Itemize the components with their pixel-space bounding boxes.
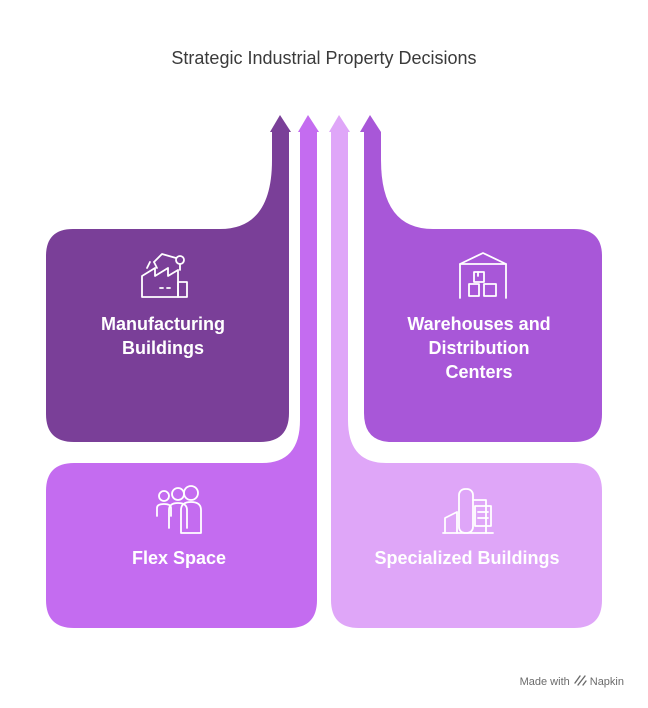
napkin-brand: Napkin xyxy=(574,676,624,688)
warehouses-label: Warehouses and Distribution Centers xyxy=(384,312,574,384)
manufacturing-label: Manufacturing Buildings xyxy=(60,312,266,360)
warehouses-label-line3: Centers xyxy=(445,362,513,382)
napkin-brand-text: Napkin xyxy=(589,676,624,688)
warehouses-label-line1: Warehouses and xyxy=(407,314,551,334)
warehouses-card-shape xyxy=(360,115,602,442)
flex-card-shape xyxy=(46,115,319,628)
factory-icon xyxy=(141,253,188,298)
diagram-title: Strategic Industrial Property Decisions xyxy=(171,48,477,68)
flex-space-label: Flex Space xyxy=(131,548,227,568)
warehouse-icon xyxy=(459,252,507,299)
flex-arrow-head xyxy=(298,115,319,132)
made-with-text: Made with xyxy=(519,676,570,688)
specialized-arrow-head xyxy=(329,115,350,132)
people-icon xyxy=(156,485,202,534)
warehouses-arrow-head xyxy=(360,115,381,132)
manufacturing-card-shape xyxy=(46,115,291,442)
manufacturing-arrow-head xyxy=(270,115,291,132)
specialized-building-icon xyxy=(442,488,494,534)
manufacturing-label-line2: Buildings xyxy=(122,338,204,358)
manufacturing-label-line1: Manufacturing xyxy=(101,314,225,334)
specialized-buildings-label: Specialized Buildings xyxy=(374,548,560,568)
made-with-napkin: Made with Napkin xyxy=(520,676,624,688)
specialized-card-shape xyxy=(329,115,602,628)
warehouses-label-line2: Distribution xyxy=(428,338,530,358)
napkin-logo-icon xyxy=(574,675,587,686)
